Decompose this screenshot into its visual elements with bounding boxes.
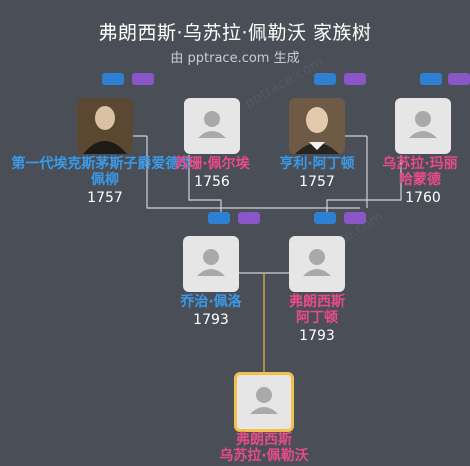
person-name[interactable]: 弗朗西斯 阿丁顿 [289, 294, 345, 326]
person-name[interactable]: 乔治·佩洛 [180, 294, 242, 310]
blue-tag-icon[interactable] [314, 73, 336, 85]
page-title: 弗朗西斯·乌苏拉·佩勒沃 家族树 [98, 22, 372, 44]
person-placeholder-avatar[interactable] [184, 98, 240, 154]
person-name[interactable]: 苏珊·佩尔埃 [174, 156, 250, 172]
purple-tag-icon[interactable] [344, 73, 366, 85]
person-birth-year: 1757 [299, 174, 335, 190]
person-silhouette-icon [409, 111, 437, 138]
blue-tag-icon[interactable] [314, 212, 336, 224]
person-silhouette-icon [303, 249, 331, 276]
person-placeholder-avatar[interactable] [395, 98, 451, 154]
person-name[interactable]: 亨利·阿丁顿 [279, 156, 355, 172]
person-birth-year: 1793 [193, 312, 229, 328]
person-birth-year: 1757 [87, 190, 123, 206]
blue-tag-icon[interactable] [102, 73, 124, 85]
person-name[interactable]: 弗朗西斯 乌苏拉·佩勒沃 [219, 432, 309, 464]
person-silhouette-icon [198, 111, 226, 138]
page-subtitle: 由 pptrace.com 生成 [170, 51, 300, 66]
purple-tag-icon[interactable] [344, 212, 366, 224]
person-placeholder-avatar[interactable] [289, 236, 345, 292]
person-name[interactable]: 第一代埃克斯茅斯子爵爱德华· 佩柳 [11, 156, 199, 188]
purple-tag-icon[interactable] [448, 73, 470, 85]
person-placeholder-avatar[interactable] [183, 236, 239, 292]
blue-tag-icon[interactable] [208, 212, 230, 224]
person-silhouette-icon [197, 249, 225, 276]
person-silhouette-icon [250, 387, 278, 414]
purple-tag-icon[interactable] [132, 73, 154, 85]
portrait-photo[interactable] [289, 98, 345, 154]
portrait-photo[interactable] [77, 98, 133, 154]
person-birth-year: 1760 [405, 190, 441, 206]
person-name[interactable]: 乌苏拉·玛丽 哈蒙德 [382, 156, 458, 188]
person-birth-year: 1793 [299, 328, 335, 344]
person-birth-year: 1756 [194, 174, 230, 190]
blue-tag-icon[interactable] [420, 73, 442, 85]
focus-person-avatar[interactable] [234, 372, 294, 432]
purple-tag-icon[interactable] [238, 212, 260, 224]
